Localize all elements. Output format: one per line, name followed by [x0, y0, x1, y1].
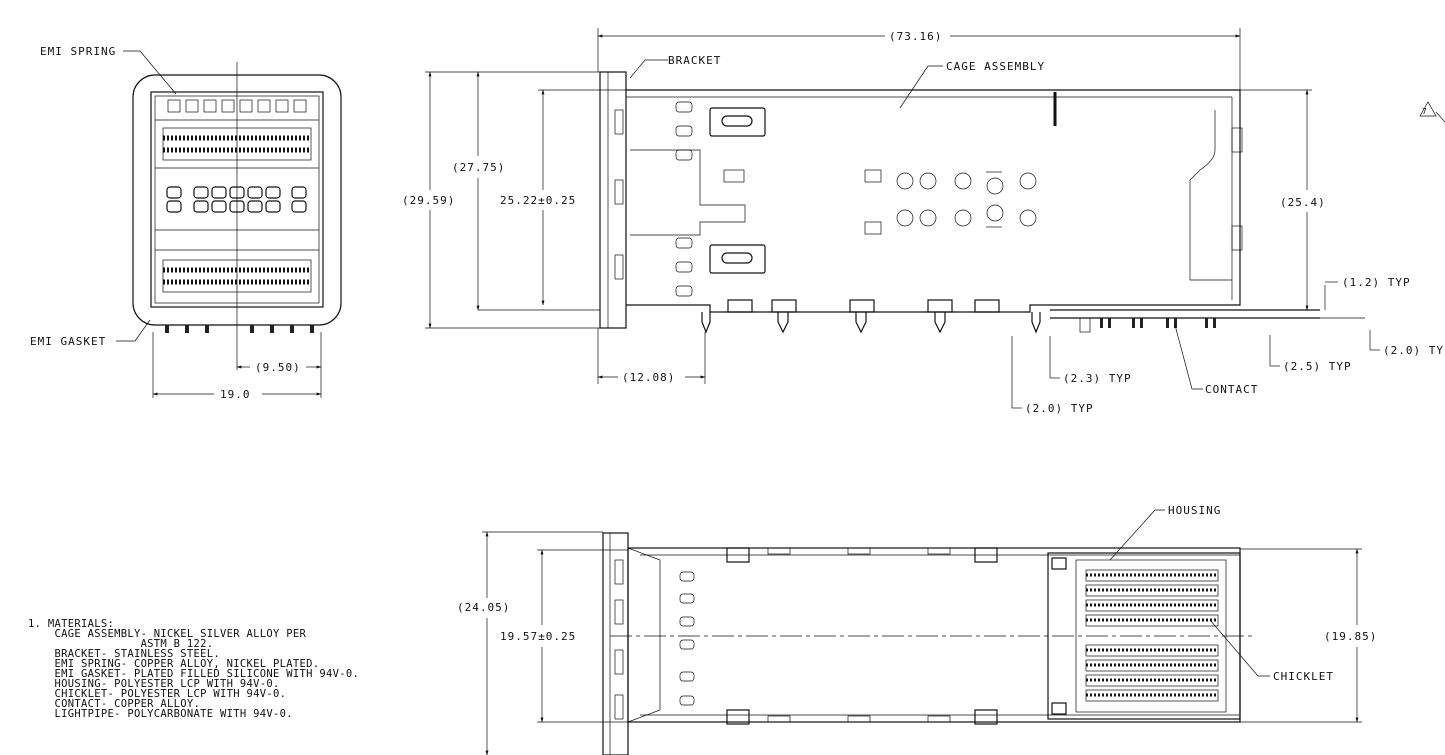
- dim-width-overall: (24.05): [457, 601, 510, 614]
- materials-notes: 1. MATERIALS: CAGE ASSEMBLY- NICKEL SILV…: [28, 618, 360, 720]
- dim-height-right: (25.4): [1280, 196, 1326, 209]
- dim-front-width: 19.0: [220, 388, 251, 401]
- label-emi-spring: EMI SPRING: [40, 45, 116, 58]
- front-view: [116, 50, 342, 398]
- vent-holes: [864, 169, 1037, 235]
- side-view: [425, 28, 1445, 409]
- label-chicklet: CHICKLET: [1273, 670, 1334, 683]
- label-contact: CONTACT: [1205, 383, 1258, 396]
- lower-latch-window: [709, 244, 766, 274]
- note-line: CONTACT- COPPER ALLOY.: [28, 698, 201, 710]
- dim-height-bracket: (27.75): [452, 161, 505, 174]
- rear-spring: [1189, 110, 1232, 281]
- note-line: ASTM B 122.: [28, 638, 214, 650]
- label-housing: HOUSING: [1168, 504, 1221, 517]
- dim-bracket-depth: (12.08): [622, 371, 675, 384]
- note-line: HOUSING- POLYESTER LCP WITH 94V-0.: [28, 678, 280, 690]
- emi-spring-tabs: [167, 99, 307, 113]
- front-pins: [165, 325, 314, 333]
- top-view: [482, 509, 1362, 755]
- dim-typ-2-0-bottom: (2.0) TYP: [1025, 402, 1094, 415]
- dim-height-cage: 25.22±0.25: [500, 194, 576, 207]
- note-line: 1. MATERIALS:: [28, 618, 115, 630]
- cage-side-outline: [626, 89, 1241, 313]
- lower-contact-row: [162, 259, 312, 293]
- revision-flag-number: 7: [1422, 107, 1428, 116]
- dim-height-overall: (29.59): [402, 194, 455, 207]
- contact-leader: [1174, 324, 1203, 390]
- bracket-leader: [629, 59, 668, 79]
- lightpipe-array: [166, 186, 307, 213]
- note-line: CAGE ASSEMBLY- NICKEL SILVER ALLOY PER: [28, 628, 307, 640]
- top-edge-tabs: [726, 547, 998, 725]
- dim-width-right: (19.85): [1324, 630, 1377, 643]
- housing-leader: [1109, 509, 1165, 561]
- upper-contact-row: [162, 127, 312, 161]
- dim-front-offset: (9.50): [255, 361, 301, 374]
- label-cage-assembly: CAGE ASSEMBLY: [946, 60, 1045, 73]
- note-line: BRACKET- STAINLESS STEEL.: [28, 648, 221, 660]
- cage-assembly-leader: [899, 65, 943, 109]
- note-line: EMI SPRING- COPPER ALLOY, NICKEL PLATED.: [28, 658, 320, 670]
- upper-latch-window: [709, 107, 766, 137]
- dim-overall-length: (73.16): [889, 30, 942, 43]
- chicklet-stack: [1085, 569, 1219, 702]
- dim-typ-1-2: (1.2) TYP: [1342, 276, 1411, 289]
- revision-flag-icon: [1419, 101, 1437, 117]
- chicklet-leader: [1209, 619, 1270, 677]
- dim-typ-2-0-right: (2.0) TY: [1383, 344, 1444, 357]
- label-bracket: BRACKET: [668, 54, 721, 67]
- contact-tails: [1100, 318, 1216, 328]
- bracket-outline: [599, 71, 627, 329]
- emi-gasket-leader: [116, 319, 151, 342]
- note-line: LIGHTPIPE- POLYCARBONATE WITH 94V-0.: [28, 708, 293, 720]
- press-fit-pegs: [701, 299, 1041, 334]
- note-line: CHICKLET- POLYESTER LCP WITH 94V-0.: [28, 688, 287, 700]
- note-line: EMI GASKET- PLATED FILLED SILICONE WITH …: [28, 668, 360, 680]
- dim-typ-2-5: (2.5) TYP: [1283, 360, 1352, 373]
- emi-spring-leader: [123, 50, 177, 95]
- dim-typ-2-3: (2.3) TYP: [1063, 372, 1132, 385]
- top-cage-outline: [627, 547, 1241, 723]
- label-emi-gasket: EMI GASKET: [30, 335, 106, 348]
- dim-width-cage: 19.57±0.25: [500, 630, 576, 643]
